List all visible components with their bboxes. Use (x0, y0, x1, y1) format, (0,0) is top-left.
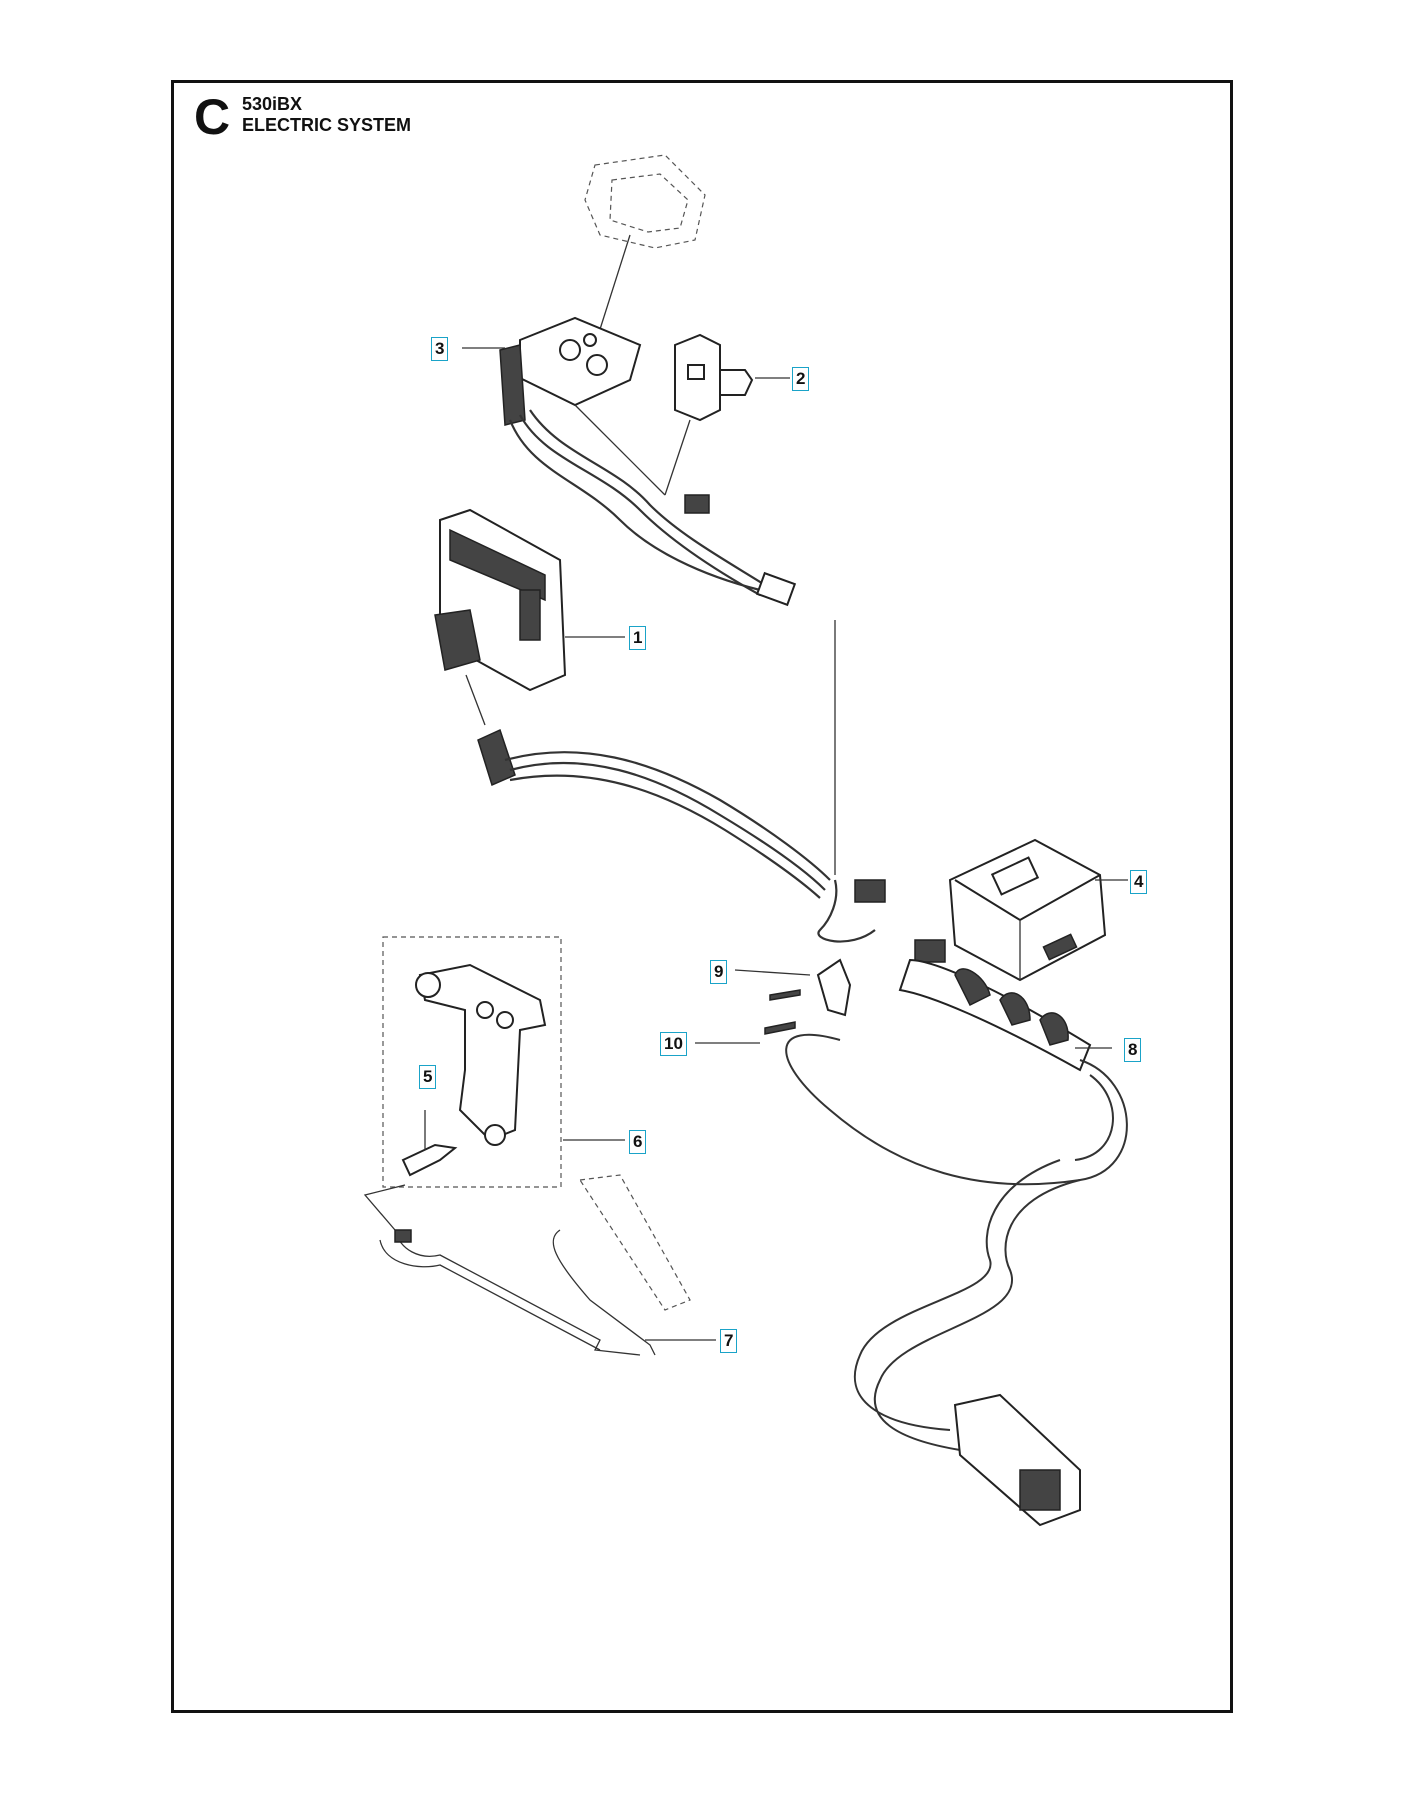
callout-9: 9 (710, 960, 728, 984)
callout-8: 8 (1124, 1038, 1142, 1062)
part-1-control-unit (434, 508, 567, 726)
part-6-trigger-group (382, 936, 562, 1188)
part-2-switch (674, 333, 754, 422)
section-letter: C (194, 89, 231, 145)
part-9-clamp (764, 958, 852, 1035)
callout-2: 2 (792, 367, 810, 391)
part-7-wire-spring (363, 1174, 691, 1356)
leader-lines (462, 347, 1128, 1341)
callout-3: 3 (431, 337, 449, 361)
callout-1: 1 (629, 626, 647, 650)
callout-4: 4 (1130, 870, 1148, 894)
callout-5: 5 (419, 1065, 437, 1089)
part-8-cable (785, 958, 1128, 1527)
main-harness (477, 620, 946, 963)
callout-6: 6 (629, 1130, 647, 1154)
switch-cover-outline (584, 154, 706, 346)
part-4-module-box (948, 838, 1107, 982)
diagram-title: ELECTRIC SYSTEM (242, 115, 412, 135)
callout-10: 10 (660, 1032, 687, 1056)
model-name: 530iBX (242, 94, 303, 114)
callout-7: 7 (720, 1329, 738, 1353)
diagram-frame (171, 80, 1233, 1713)
part-3-switch-harness (499, 316, 797, 607)
